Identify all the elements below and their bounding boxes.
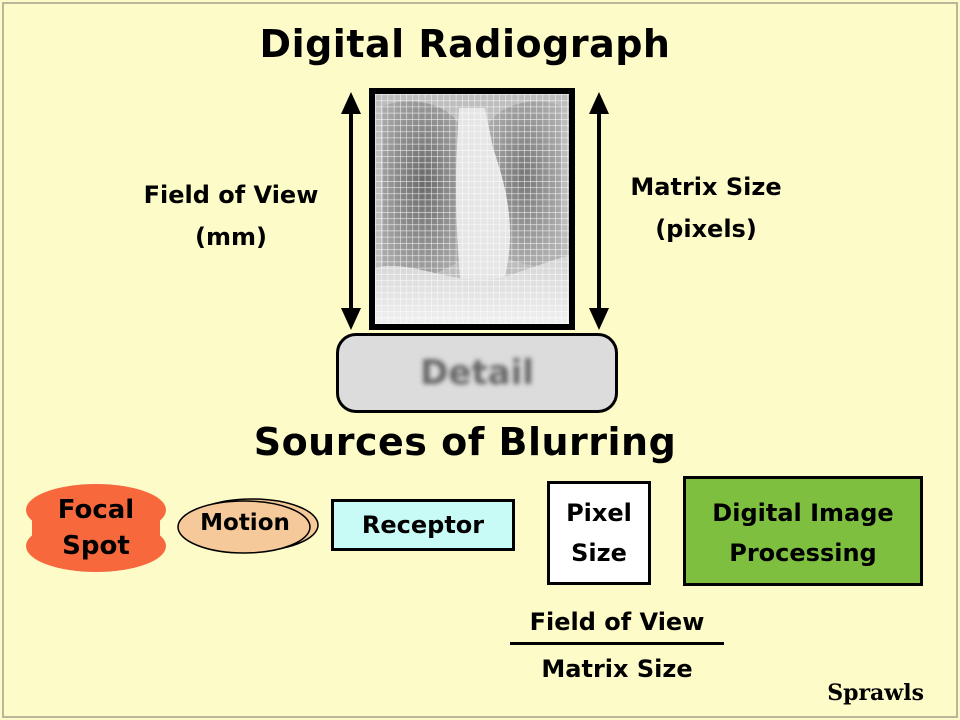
field-of-view-arrow-icon (341, 92, 361, 330)
page-title: Digital Radiograph (259, 22, 671, 66)
pixel-size-fraction: Field of View Matrix Size (510, 608, 724, 683)
field-of-view-label: Field of View (mm) (120, 174, 342, 258)
detail-label: Detail (420, 353, 534, 393)
focal-spot-label: Focal Spot (22, 492, 170, 564)
receptor-box: Receptor (331, 499, 515, 551)
pixel-size-line2: Size (571, 539, 627, 567)
focal-spot-line1: Focal (57, 495, 135, 525)
author-credit: Sprawls (827, 680, 924, 706)
field-of-view-text: Field of View (143, 181, 319, 209)
focal-spot-blob-icon (26, 484, 166, 572)
matrix-size-arrow-icon (589, 92, 609, 330)
fraction-numerator: Field of View (529, 608, 705, 636)
radiograph-image (369, 88, 575, 330)
digital-image-processing-box: Digital Image Processing (683, 476, 923, 586)
focal-spot-shape: Focal Spot (22, 482, 170, 574)
fraction-denominator: Matrix Size (541, 655, 693, 683)
motion-ellipse-icon (177, 498, 319, 554)
digital-processing-line1: Digital Image (712, 499, 894, 527)
matrix-size-label: Matrix Size (pixels) (606, 166, 806, 250)
digital-processing-line2: Processing (729, 539, 877, 567)
receptor-label: Receptor (361, 511, 485, 539)
field-of-view-unit: (mm) (195, 223, 267, 251)
matrix-size-unit: (pixels) (655, 215, 757, 243)
chest-xray-icon (375, 94, 569, 324)
focal-spot-line2: Spot (62, 531, 130, 561)
detail-box: Detail (336, 333, 618, 413)
pixel-size-line1: Pixel (566, 499, 632, 527)
motion-label: Motion (200, 510, 290, 536)
fraction-bar (510, 642, 724, 645)
matrix-size-text: Matrix Size (630, 173, 782, 201)
motion-shape: Motion (174, 496, 322, 556)
sources-heading: Sources of Blurring (253, 420, 677, 464)
pixel-size-box: Pixel Size (547, 481, 651, 585)
